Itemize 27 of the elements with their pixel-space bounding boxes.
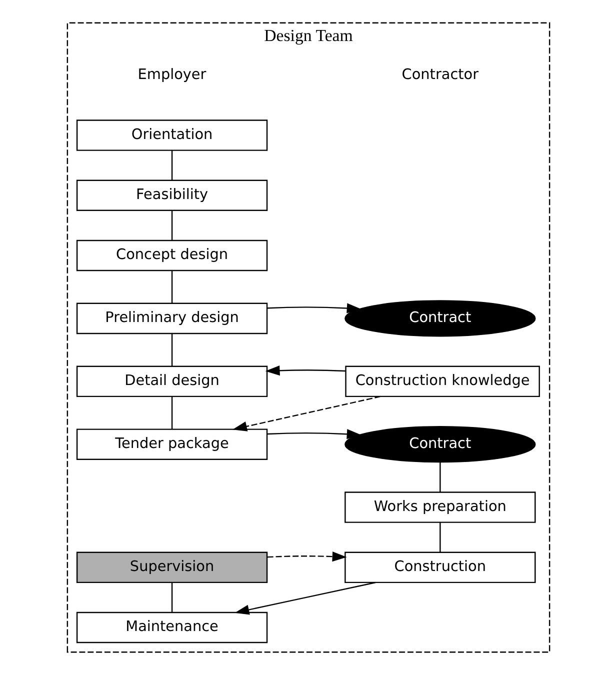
connector: [170, 582, 172, 612]
node-box: Orientation: [76, 120, 268, 151]
node-box: Preliminary design: [76, 302, 268, 334]
label: Contractor: [401, 66, 478, 83]
node-box: Maintenance: [76, 612, 268, 644]
arrow: [266, 303, 361, 314]
arrow: [264, 366, 346, 376]
connector: [170, 396, 172, 430]
node-box: Construction knowledge: [344, 366, 540, 398]
node-box: Tender package: [76, 428, 268, 460]
connector: [439, 462, 440, 492]
label: Employer: [137, 66, 206, 83]
node-box: Concept design: [76, 240, 268, 272]
arrow: [266, 429, 361, 440]
node-box: Feasibility: [76, 180, 268, 211]
node-box: Supervision: [76, 552, 268, 584]
node-box: Construction: [344, 552, 536, 584]
connector: [170, 210, 172, 240]
node-box: Works preparation: [344, 492, 536, 523]
connector: [170, 270, 172, 304]
arrow: [234, 582, 376, 615]
connector: [170, 334, 172, 366]
arrow: [232, 396, 380, 432]
arrow: [266, 552, 346, 562]
connector: [170, 150, 172, 180]
connector: [439, 522, 440, 552]
node-box: Detail design: [76, 366, 268, 398]
